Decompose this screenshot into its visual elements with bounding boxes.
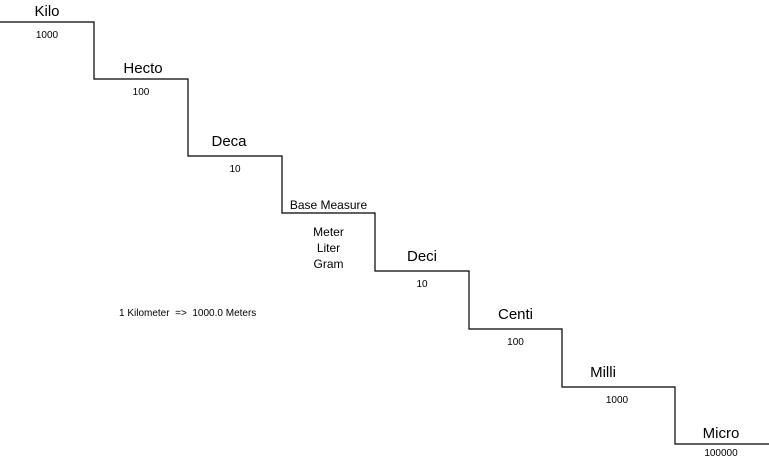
staircase-path [0, 21, 769, 445]
step-label-deci: Deci [406, 248, 437, 265]
step-value-deci: 10 [416, 279, 428, 290]
step-label-kilo: Kilo [34, 3, 60, 20]
step-value-kilo: 1000 [35, 30, 59, 41]
step-label-deca: Deca [211, 133, 247, 150]
step-label-centi: Centi [497, 306, 534, 323]
step-value-deca: 10 [229, 164, 241, 175]
step-label-base-measure: Base Measure [289, 198, 368, 212]
step-value-hecto: 100 [132, 87, 150, 98]
conversion-note: 1 Kilometer => 1000.0 Meters [119, 308, 257, 319]
base-units: Meter Liter Gram [282, 224, 375, 272]
base-unit-liter: Liter [316, 241, 341, 255]
step-value-milli: 1000 [605, 395, 629, 406]
step-label-milli: Milli [590, 364, 616, 381]
step-label-micro: Micro [702, 425, 740, 442]
step-value-micro: 100000 [704, 448, 738, 459]
base-unit-gram: Gram [313, 257, 344, 271]
base-unit-meter: Meter [313, 225, 344, 239]
step-label-hecto: Hecto [123, 60, 163, 77]
step-value-centi: 100 [507, 337, 524, 348]
